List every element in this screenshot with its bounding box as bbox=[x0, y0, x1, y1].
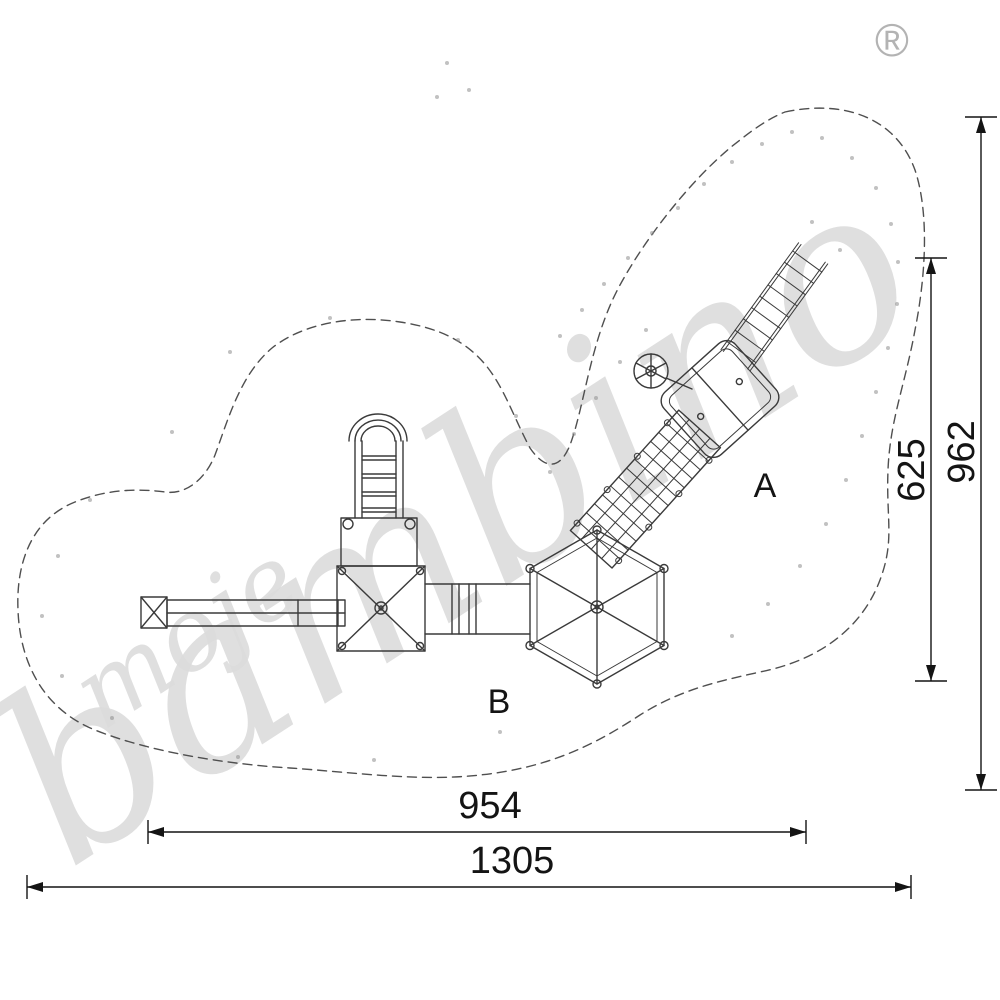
dimension-outer-width-value: 1305 bbox=[470, 840, 555, 882]
zone-label-a: A bbox=[754, 467, 777, 505]
steering-wheel bbox=[633, 353, 693, 390]
dimension-inner-width: 954 bbox=[147, 785, 807, 844]
dimension-outer-width: 1305 bbox=[26, 840, 912, 899]
dimension-inner-height: 625 bbox=[891, 257, 947, 682]
slide-structure bbox=[340, 413, 418, 567]
dimension-inner-height-value: 625 bbox=[891, 438, 933, 501]
dimension-outer-height: 962 bbox=[941, 116, 997, 791]
dimension-inner-width-value: 954 bbox=[458, 785, 521, 827]
climbing-net bbox=[569, 409, 722, 569]
hexagonal-platform bbox=[525, 525, 669, 689]
texture-dots bbox=[40, 61, 900, 762]
x-platform bbox=[336, 565, 426, 652]
safety-zone-boundary bbox=[17, 107, 926, 779]
access-ladder bbox=[720, 242, 829, 372]
zone-label-b: B bbox=[488, 683, 511, 721]
dimension-outer-height-value: 962 bbox=[941, 420, 983, 483]
bridge-connector bbox=[424, 583, 531, 635]
upper-platform bbox=[660, 339, 780, 459]
registered-trademark-icon: ® bbox=[875, 14, 909, 66]
balance-beam bbox=[140, 596, 346, 629]
